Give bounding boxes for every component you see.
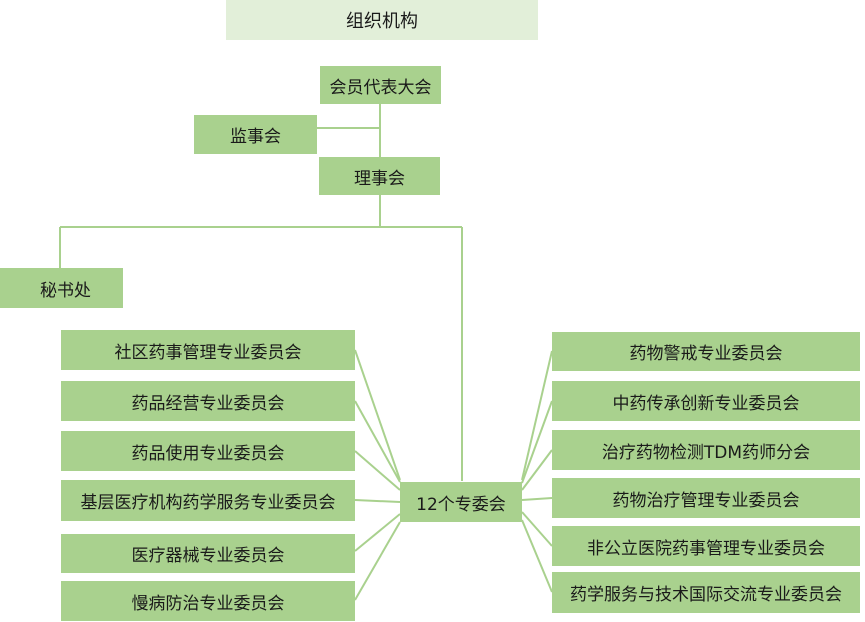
right-committee-4: 药物治疗管理专业委员会 — [552, 478, 860, 518]
connector-left-4 — [354, 499, 401, 503]
connector-left-3 — [354, 450, 401, 491]
left-committee-label: 药品经营专业委员会 — [131, 393, 285, 414]
right-committee-label: 药学服务与技术国际交流专业委员会 — [570, 585, 842, 605]
connector-right-3 — [521, 449, 553, 491]
node-council: 理事会 — [319, 157, 440, 195]
left-committee-label: 慢病防治专业委员会 — [131, 593, 285, 614]
node-supervisors-label: 监事会 — [230, 127, 281, 147]
left-committee-label: 基层医疗机构药学服务专业委员会 — [80, 493, 336, 513]
left-committee-3: 药品使用专业委员会 — [61, 431, 355, 471]
right-committee-1: 药物警戒专业委员会 — [552, 332, 860, 371]
node-supervisors: 监事会 — [194, 115, 317, 154]
right-committee-3: 治疗药物检测TDM药师分会 — [552, 430, 860, 470]
connector-left-6 — [354, 521, 401, 601]
left-committee-label: 社区药事管理专业委员会 — [114, 342, 302, 363]
right-committee-2: 中药传承创新专业委员会 — [552, 381, 860, 421]
connector-left-5 — [354, 513, 401, 552]
left-committee-label: 药品使用专业委员会 — [131, 443, 285, 464]
right-committee-label: 药物治疗管理专业委员会 — [612, 490, 800, 511]
node-committees-hub-label: 12个专委会 — [416, 494, 506, 515]
left-committee-4: 基层医疗机构药学服务专业委员会 — [61, 480, 355, 521]
right-committee-label: 治疗药物检测TDM药师分会 — [601, 442, 811, 463]
connector-right-4 — [521, 497, 553, 501]
node-congress-label: 会员代表大会 — [329, 77, 432, 98]
node-secretariat-label: 秘书处 — [40, 280, 91, 301]
connector-left-1 — [354, 349, 401, 481]
node-committees-hub: 12个专委会 — [400, 482, 522, 522]
connector-right-5 — [521, 511, 553, 547]
node-congress: 会员代表大会 — [320, 66, 441, 104]
left-committee-6: 慢病防治专业委员会 — [61, 581, 355, 621]
left-committee-label: 医疗器械专业委员会 — [131, 546, 285, 566]
diagram-title-text: 组织机构 — [346, 11, 418, 32]
connector-right-6 — [521, 519, 553, 593]
left-committee-1: 社区药事管理专业委员会 — [61, 330, 355, 370]
node-secretariat: 秘书处 — [0, 268, 123, 308]
right-committee-6: 药学服务与技术国际交流专业委员会 — [552, 572, 860, 613]
right-committee-5: 非公立医院药事管理专业委员会 — [552, 526, 860, 566]
right-committee-label: 药物警戒专业委员会 — [629, 344, 783, 364]
right-committee-label: 非公立医院药事管理专业委员会 — [587, 538, 825, 559]
left-committee-5: 医疗器械专业委员会 — [61, 534, 355, 573]
connector-right-2 — [521, 400, 553, 484]
right-committee-label: 中药传承创新专业委员会 — [612, 393, 800, 414]
left-committee-2: 药品经营专业委员会 — [61, 381, 355, 421]
node-council-label: 理事会 — [354, 168, 405, 189]
connector-left-2 — [354, 400, 401, 483]
connector-right-1 — [521, 350, 553, 481]
diagram-title: 组织机构 — [226, 0, 538, 40]
